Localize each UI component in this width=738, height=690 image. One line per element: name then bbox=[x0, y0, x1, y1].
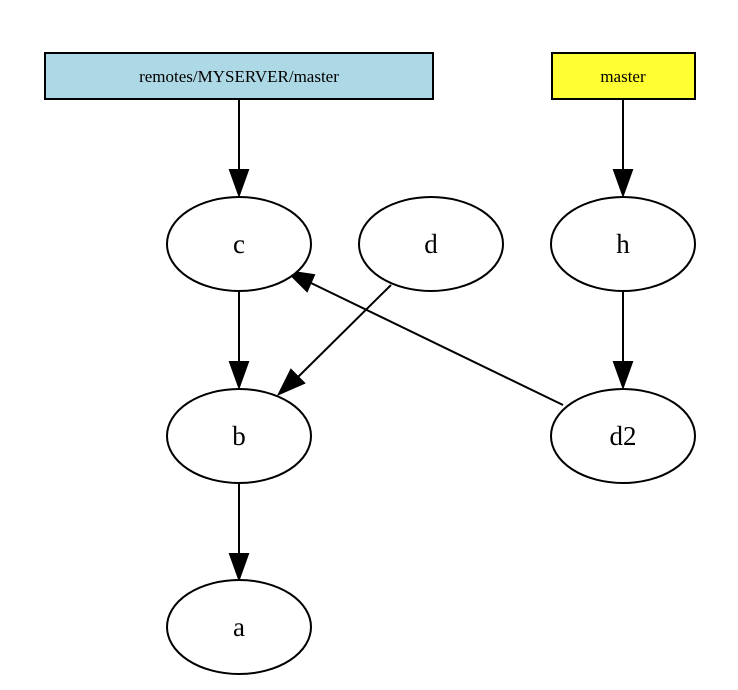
node-a-ellipse bbox=[166, 579, 312, 675]
ref-remote-master: remotes/MYSERVER/master bbox=[44, 52, 434, 100]
arrowhead-d2-to-c bbox=[284, 269, 316, 293]
node-h-ellipse bbox=[550, 196, 696, 292]
arrowhead-d-to-b bbox=[276, 368, 306, 397]
edge-d2-to-c bbox=[310, 282, 564, 406]
arrowhead-b-to-a bbox=[228, 553, 250, 582]
arrowhead-master-to-h bbox=[612, 169, 634, 198]
edge-d-to-b bbox=[297, 284, 392, 378]
node-h: h bbox=[550, 196, 696, 292]
ref-local-master-box bbox=[551, 52, 696, 100]
node-a-label: a bbox=[233, 612, 245, 642]
arrowhead-remote-to-c bbox=[228, 169, 250, 198]
ref-local-master-label: master bbox=[600, 67, 646, 86]
node-b-label: b bbox=[232, 421, 246, 451]
node-d2-label: d2 bbox=[610, 421, 637, 451]
node-d-ellipse bbox=[358, 196, 504, 292]
node-b: b bbox=[166, 388, 312, 484]
node-d: d bbox=[358, 196, 504, 292]
node-c-ellipse bbox=[166, 196, 312, 292]
arrowhead-c-to-b bbox=[228, 361, 250, 390]
node-c-label: c bbox=[233, 229, 245, 259]
ref-remote-master-label: remotes/MYSERVER/master bbox=[139, 67, 339, 86]
node-d2-ellipse bbox=[550, 388, 696, 484]
ref-local-master: master bbox=[551, 52, 696, 100]
arrowhead-h-to-d2 bbox=[612, 361, 634, 390]
node-d-label: d bbox=[424, 229, 438, 259]
node-d2: d2 bbox=[550, 388, 696, 484]
node-a: a bbox=[166, 579, 312, 675]
node-b-ellipse bbox=[166, 388, 312, 484]
node-h-label: h bbox=[616, 229, 630, 259]
ref-remote-master-box bbox=[44, 52, 434, 100]
node-c: c bbox=[166, 196, 312, 292]
